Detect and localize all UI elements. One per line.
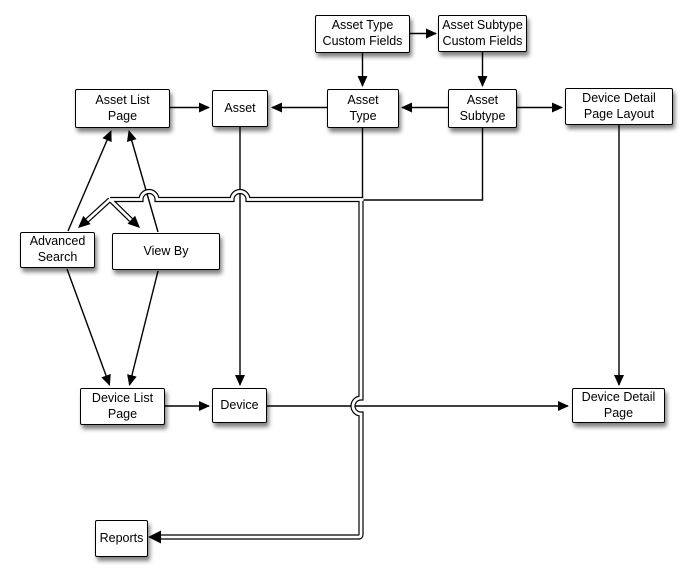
bundle-run-to-reports-inner [160, 199, 363, 539]
bundle-connector [78, 188, 364, 544]
edge-asset-subtype-to-bundle-junction [364, 128, 484, 201]
arrowhead-into-reports [148, 530, 161, 544]
edge-view-by-to-device-list-page [127, 270, 159, 386]
edge-advanced-search-to-asset-list-page [67, 130, 112, 232]
bundle-horizontal-run-inner [110, 190, 363, 201]
edge-advanced-search-to-device-list-page [66, 268, 111, 386]
edge-view-by-to-asset-list-page [126, 130, 159, 233]
bundle-shaft-to-advanced-search-inner [86, 198, 111, 222]
bundle-shaft-to-view-by-inner [109, 198, 132, 222]
bundle-run-to-reports [160, 199, 364, 540]
arrowhead-into-advanced-search [78, 215, 91, 228]
arrowhead-into-view-by [127, 215, 140, 228]
